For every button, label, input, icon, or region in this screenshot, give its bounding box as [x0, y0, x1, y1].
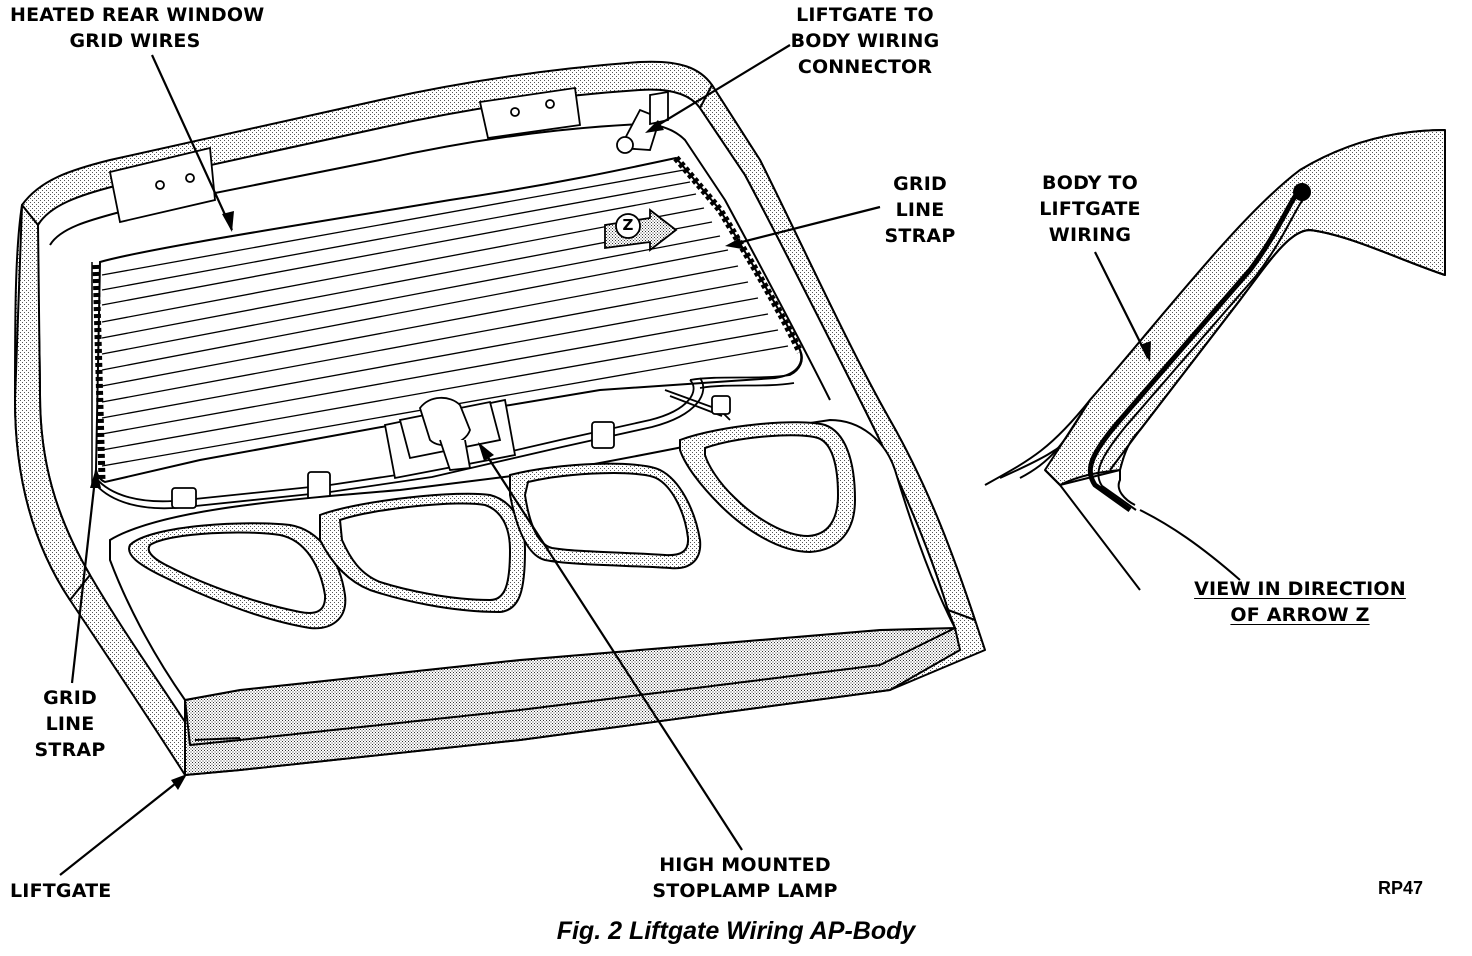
label-liftgate-to-body-connector: LIFTGATE TO BODY WIRING CONNECTOR: [780, 2, 950, 80]
label-line: STRAP: [884, 225, 956, 247]
label-grid-line-strap-left: GRID LINE STRAP: [30, 685, 110, 763]
label-line: HIGH MOUNTED: [659, 854, 831, 876]
harness-clips: [171, 395, 731, 509]
panel-pockets: [128, 421, 857, 630]
figure-caption: Fig. 2 Liftgate Wiring AP-Body: [556, 917, 916, 945]
label-line: CONNECTOR: [797, 56, 933, 78]
grid-line-strap-right-bar: [673, 155, 804, 354]
label-line: BODY TO: [1042, 172, 1138, 194]
label-line: STRAP: [34, 739, 106, 761]
inset-arrow-z-view: [984, 129, 1446, 591]
arrowheads: [90, 120, 1151, 790]
label-heated-rear-window: HEATED REAR WINDOW GRID WIRES: [10, 2, 265, 54]
label-line: GRID: [893, 173, 947, 195]
label-view-in-direction: VIEW IN DIRECTION OF ARROW Z: [1190, 576, 1410, 628]
label-liftgate: LIFTGATE: [10, 878, 111, 904]
label-line: LINE: [895, 199, 945, 221]
liftgate-connector: [616, 90, 669, 154]
label-line: LIFTGATE: [1039, 198, 1141, 220]
label-line: BODY WIRING: [790, 30, 940, 52]
label-line: HEATED REAR WINDOW: [10, 4, 265, 26]
hinge-mounts: [108, 86, 582, 224]
grid-wires: [101, 169, 789, 467]
arrow-z-letter: Z: [619, 213, 637, 237]
label-line: LIFTGATE TO: [796, 4, 934, 26]
label-body-to-liftgate-wiring: BODY TO LIFTGATE WIRING: [1030, 170, 1150, 248]
label-line: WIRING: [1048, 224, 1132, 246]
label-line: GRID WIRES: [69, 30, 201, 52]
label-grid-line-strap-right: GRID LINE STRAP: [880, 171, 960, 249]
leader-lines: [59, 44, 1149, 876]
label-line: OF ARROW Z: [1230, 604, 1370, 626]
label-line: GRID: [43, 687, 97, 709]
label-line: Z: [622, 216, 634, 234]
label-line: LINE: [45, 713, 95, 735]
figure-code: RP47: [1378, 878, 1424, 898]
high-mounted-stoplamp: [383, 396, 517, 480]
grid-line-strap-left-bar: [91, 262, 106, 484]
label-line: LIFTGATE: [10, 880, 112, 902]
label-high-mounted-stoplamp: HIGH MOUNTED STOPLAMP LAMP: [640, 852, 850, 904]
label-line: STOPLAMP LAMP: [652, 880, 838, 902]
arrow-z-marker: [604, 208, 678, 252]
label-line: VIEW IN DIRECTION: [1194, 578, 1406, 600]
